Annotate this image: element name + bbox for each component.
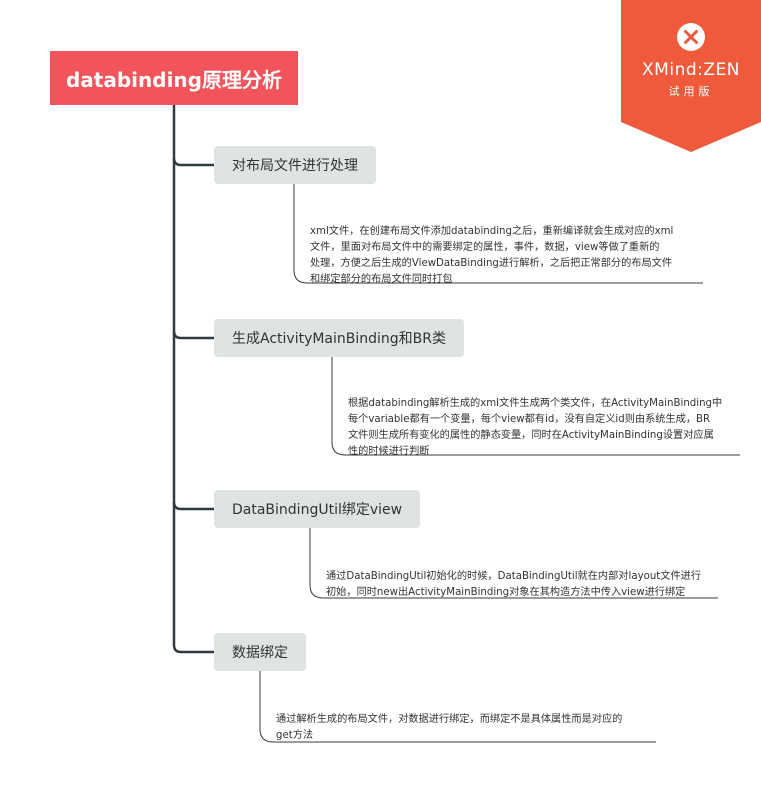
- note-line-4: [259, 671, 656, 743]
- topic-label: 数据绑定: [232, 645, 288, 661]
- xmind-logo-icon: [677, 23, 705, 51]
- topic-note: 根据databinding解析生成的xml文件生成两个类文件，在Activity…: [348, 398, 723, 457]
- topic-layout-processing[interactable]: 对布局文件进行处理: [214, 146, 376, 184]
- topic-note: xml文件，在创建布局文件添加databinding之后，重新编译就会生成对应的…: [310, 226, 674, 285]
- branch-line-2: [172, 330, 214, 340]
- topic-note: 通过DataBindingUtil初始化的时候，DataBindingUtil就…: [326, 571, 702, 598]
- branch-line-3: [172, 501, 214, 511]
- topic-note: 通过解析生成的布局文件，对数据进行绑定，而绑定不是具体属性而是对应的 get方法: [276, 714, 623, 741]
- topic-label: 对布局文件进行处理: [232, 158, 358, 174]
- watermark-brand: XMind:ZEN: [642, 60, 740, 80]
- branch-line-1: [172, 157, 214, 167]
- root-topic[interactable]: databinding原理分析: [50, 51, 298, 105]
- topic-databindingutil-bind-view[interactable]: DataBindingUtil绑定view: [214, 490, 421, 528]
- note-line-3: [309, 528, 718, 599]
- note-line-1: [293, 184, 703, 284]
- topic-label: DataBindingUtil绑定view: [232, 502, 403, 518]
- branch-line-4: [172, 644, 214, 654]
- root-title: databinding原理分析: [65, 67, 282, 92]
- watermark-edition: 试用版: [668, 85, 714, 98]
- xmind-trial-watermark: XMind:ZEN 试用版: [621, 0, 761, 152]
- watermark-shape: [621, 0, 761, 152]
- topic-generate-binding-classes[interactable]: 生成ActivityMainBinding和BR类: [214, 319, 465, 357]
- topic-label: 生成ActivityMainBinding和BR类: [232, 331, 447, 347]
- topic-data-binding[interactable]: 数据绑定: [214, 633, 306, 671]
- note-line-2: [331, 357, 740, 456]
